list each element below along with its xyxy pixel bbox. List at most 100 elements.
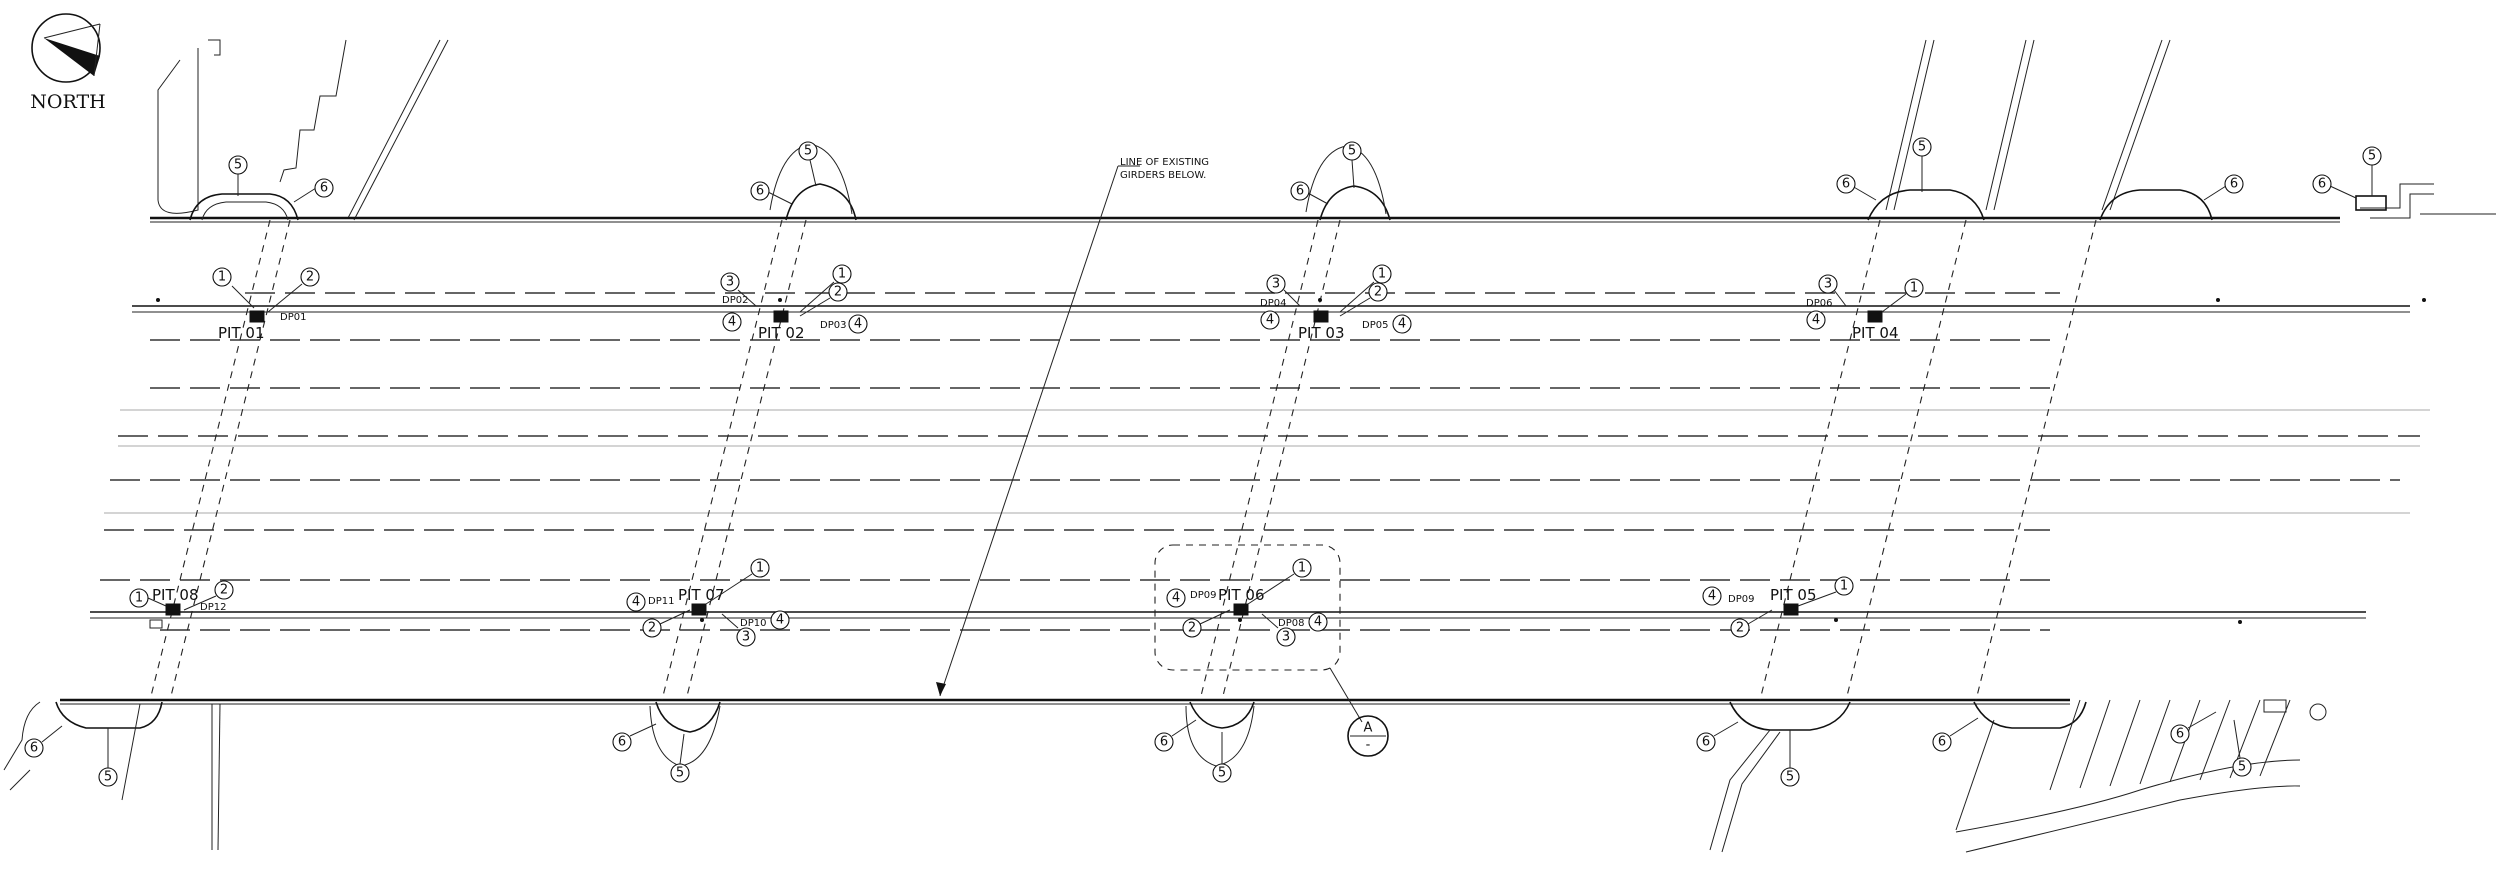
- callout-4-text: 4: [1708, 589, 1716, 604]
- dp04-label: DP04: [1260, 298, 1286, 309]
- dp05-label: DP05: [1362, 320, 1388, 331]
- callout-4-text: 4: [1398, 317, 1406, 332]
- dp09b-label: DP09: [1728, 594, 1754, 605]
- pit-05-box: [1783, 603, 1799, 616]
- callout-2-bubble: [300, 267, 320, 287]
- callout-2-text: 2: [834, 285, 842, 300]
- callout-5-text: 5: [1786, 770, 1794, 785]
- callout-3-bubble: [720, 272, 740, 292]
- callout-3-text: 3: [1824, 277, 1832, 292]
- callout-6-bubble: [1154, 732, 1174, 752]
- north-arrow-icon: [31, 13, 101, 83]
- pit-02-label: PIT 02: [758, 324, 805, 342]
- callout-3-group: 3 3 3 3 3: [720, 272, 1847, 647]
- callout-6-bubble: [1696, 732, 1716, 752]
- callout-2-bubble: [642, 618, 662, 638]
- callout-1-text: 1: [756, 561, 764, 576]
- carriageway-lines: [90, 292, 2430, 631]
- callout-1-text: 1: [838, 267, 846, 282]
- callout-2-text: 2: [1736, 621, 1744, 636]
- dp03-label: DP03: [820, 320, 846, 331]
- callout-2-text: 2: [306, 270, 314, 285]
- pit-03-box: [1313, 310, 1329, 323]
- callout-4-text: 4: [1314, 615, 1322, 630]
- callout-3-text: 3: [1272, 277, 1280, 292]
- callout-4-bubble: [722, 312, 742, 332]
- callout-1-text: 1: [218, 270, 226, 285]
- callout-3-text: 3: [726, 275, 734, 290]
- callout-6-text: 6: [1842, 177, 1850, 192]
- callout-5-bubble: [798, 141, 818, 161]
- callout-3-bubble: [1276, 627, 1296, 647]
- callout-6-text: 6: [1702, 735, 1710, 750]
- callout-4-text: 4: [1812, 313, 1820, 328]
- callout-4-bubble: [848, 314, 868, 334]
- callout-6-text: 6: [1296, 184, 1304, 199]
- callout-4-text: 4: [1172, 591, 1180, 606]
- dp12-label: DP12: [200, 602, 226, 613]
- callout-3-text: 3: [742, 630, 750, 645]
- dp10-label: DP10: [740, 618, 766, 629]
- callout-6-bubble: [2170, 724, 2190, 744]
- dp08-label: DP08: [1278, 618, 1304, 629]
- callout-1-text: 1: [135, 591, 143, 606]
- callout-2-text: 2: [1188, 621, 1196, 636]
- pit-05-label: PIT 05: [1770, 586, 1817, 604]
- callout-6-text: 6: [756, 184, 764, 199]
- callout-5-text: 5: [1918, 140, 1926, 155]
- pit-01-box: [249, 310, 265, 323]
- pit-08-label: PIT 08: [152, 586, 199, 604]
- pit-02-box: [773, 310, 789, 323]
- callout-6-text: 6: [2176, 727, 2184, 742]
- dp06-label: DP06: [1806, 298, 1832, 309]
- callout-3-bubble: [736, 627, 756, 647]
- callout-6-bubble: [2224, 174, 2244, 194]
- callout-5-text: 5: [104, 770, 112, 785]
- callout-5-bubble: [2362, 146, 2382, 166]
- callout-6-bubble: [1836, 174, 1856, 194]
- callout-6-bubble: [1932, 732, 1952, 752]
- callout-1-bubble: [1372, 264, 1392, 284]
- callout-3-text: 3: [1282, 630, 1290, 645]
- callout-4-bubble: [770, 610, 790, 630]
- existing-girders: [149, 219, 2097, 701]
- callout-5-bubble: [1212, 763, 1232, 783]
- pit-06-label: PIT 06: [1218, 586, 1265, 604]
- detail-a-boundary: [1154, 544, 1389, 757]
- callout-4-bubble: [1260, 310, 1280, 330]
- callout-6-text: 6: [618, 735, 626, 750]
- callout-6-bubble: [2312, 174, 2332, 194]
- callout-6-group: 6 6 6 6 6 6 6 6 6 6 6 6: [24, 174, 2357, 758]
- callout-2-bubble: [1182, 618, 1202, 638]
- callout-2-bubble: [828, 282, 848, 302]
- callout-6-text: 6: [1160, 735, 1168, 750]
- callout-5-bubble: [98, 767, 118, 787]
- callout-4-text: 4: [632, 595, 640, 610]
- top-kerb-ramps: [189, 143, 2387, 221]
- callout-4-group: 4 4 4 4 4 4 4 4 4 4: [626, 310, 1826, 632]
- callout-1-bubble: [1904, 278, 1924, 298]
- callout-5-group: 5 5 5 5 5 5 5 5 5 5: [98, 137, 2382, 787]
- callout-4-text: 4: [1266, 313, 1274, 328]
- callout-4-text: 4: [854, 317, 862, 332]
- callout-5-text: 5: [234, 158, 242, 173]
- pit-boxes: [165, 310, 1883, 616]
- callout-5-text: 5: [1218, 766, 1226, 781]
- callout-1-bubble: [750, 558, 770, 578]
- callout-5-text: 5: [804, 144, 812, 159]
- callout-1-group: 1 1 1 1 1 1 1 1: [129, 264, 1924, 608]
- callout-2-text: 2: [1374, 285, 1382, 300]
- callout-5-bubble: [2232, 757, 2252, 777]
- callout-5-text: 5: [1348, 144, 1356, 159]
- callout-2-text: 2: [648, 621, 656, 636]
- callout-1-bubble: [832, 264, 852, 284]
- callout-5-bubble: [1912, 137, 1932, 157]
- callout-5-bubble: [1780, 767, 1800, 787]
- callout-2-bubble: [1368, 282, 1388, 302]
- callout-4-bubble: [1702, 586, 1722, 606]
- pit-07-box: [691, 603, 707, 616]
- dp01-label: DP01: [280, 312, 306, 323]
- pit-08-box: [165, 603, 181, 616]
- pit-06-box: [1233, 603, 1249, 616]
